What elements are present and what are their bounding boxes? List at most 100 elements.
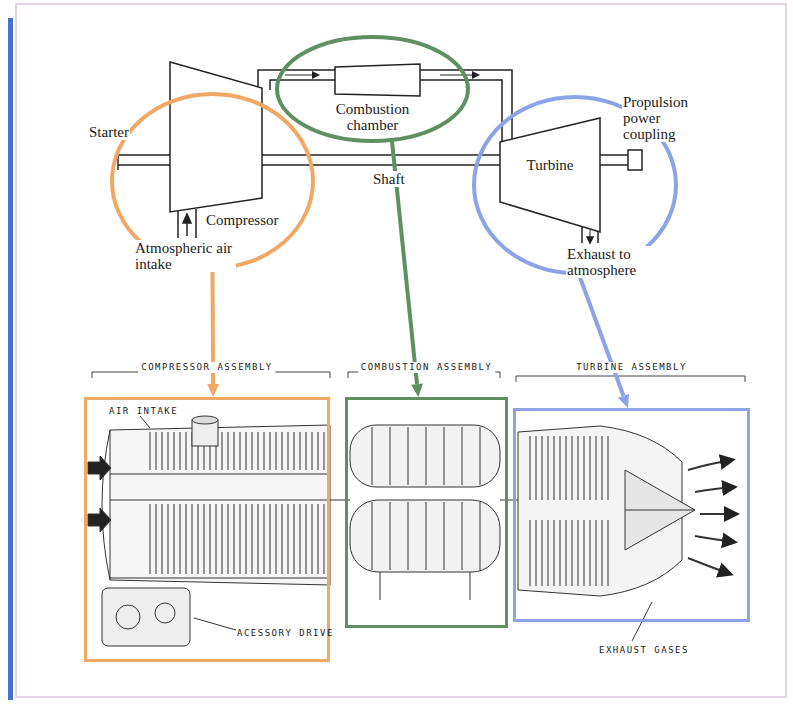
turbine-blade — [566, 520, 567, 586]
assembly-heading: TURBINE ASSEMBLY — [573, 362, 690, 373]
connector-arrow — [579, 275, 629, 408]
compressor-blade — [150, 432, 151, 470]
compressor-blade — [210, 504, 211, 574]
exhaust-arrow — [688, 558, 730, 574]
ellipse-outline — [277, 37, 468, 141]
turbine-blade — [530, 436, 531, 500]
intake-pipe — [195, 209, 197, 238]
turbine-blade — [596, 520, 597, 586]
shaft-line — [262, 154, 500, 156]
compressor-blade — [306, 432, 307, 470]
arrow-head — [618, 394, 629, 408]
compressor-blade — [234, 432, 235, 470]
compressor-casing — [110, 425, 330, 585]
exhaust-arrow — [700, 513, 736, 515]
turbine-blade — [572, 520, 573, 586]
intake-bell — [102, 430, 110, 580]
exhaust-arrow — [688, 460, 732, 470]
part-label: Shaft — [372, 171, 406, 187]
can-ring — [462, 502, 463, 570]
compressor-blade — [150, 504, 151, 574]
assembly-box: TURBINE ASSEMBLY — [513, 408, 750, 622]
part-label: Propulsion power coupling — [622, 94, 709, 142]
compressor-blade — [168, 504, 169, 574]
can-ring — [426, 502, 427, 570]
compressor-blade — [180, 432, 181, 470]
compressor-blade — [324, 432, 325, 470]
turbine-blade — [602, 520, 603, 586]
turbine-blade — [542, 436, 543, 500]
compressor-blade — [192, 504, 193, 574]
accessory-unit-top — [192, 416, 218, 424]
casing-line — [500, 500, 520, 501]
can-ring — [444, 427, 445, 485]
compressor-blade — [306, 504, 307, 574]
compressor-blade — [270, 504, 271, 574]
compressor-blade — [186, 504, 187, 574]
turbine-blade — [584, 520, 585, 586]
part-label: EXHAUST GASES — [598, 645, 690, 656]
turbine-blade — [590, 436, 591, 500]
turbine-blade — [590, 520, 591, 586]
compressor-blade — [252, 432, 253, 470]
compressor-blade — [228, 432, 229, 470]
turbine-blade — [542, 520, 543, 586]
turbine-blade — [536, 520, 537, 586]
connector-line — [579, 275, 623, 396]
gearbox-pad — [155, 603, 175, 623]
compressor-blade — [204, 504, 205, 574]
compressor-blade — [270, 432, 271, 470]
compressor-blade — [288, 432, 289, 470]
leader-line — [140, 416, 150, 428]
compressor-blade — [168, 432, 169, 470]
compressor-blade — [180, 504, 181, 574]
compressor-blade — [198, 504, 199, 574]
compressor-blade — [294, 432, 295, 470]
assembly-heading: COMPRESSOR ASSEMBLY — [138, 362, 275, 373]
part-label: Exhaust to atmosphere — [566, 246, 663, 278]
compressor-blade — [264, 504, 265, 574]
compressor-blade — [300, 504, 301, 574]
compressor-blade — [162, 432, 163, 470]
compressor-blade — [264, 432, 265, 470]
assembly-box: COMPRESSOR ASSEMBLYAIR INTAKEACESSORY DR… — [84, 397, 330, 662]
can-ring — [426, 427, 427, 485]
turbine-blade — [548, 436, 549, 500]
combustion-chamber-symbol — [335, 64, 420, 96]
turbine-blade — [560, 436, 561, 500]
compressor-blade — [282, 432, 283, 470]
side-bar — [8, 18, 13, 700]
compressor-blade — [222, 432, 223, 470]
casing-line — [110, 578, 330, 579]
compressor-blade — [276, 504, 277, 574]
compressor-blade — [156, 432, 157, 470]
page-frame — [16, 4, 786, 697]
turbine-blade — [602, 436, 603, 500]
gearbox-pad — [116, 605, 140, 629]
can-ring — [372, 502, 373, 570]
node-label: Compressor — [206, 212, 301, 228]
exhaust-arrow-head — [587, 237, 593, 243]
intake-arrow — [88, 456, 111, 480]
turbine-blade — [554, 436, 555, 500]
exhaust-cone — [625, 470, 695, 550]
turbine-blade — [530, 520, 531, 586]
compressor-blade — [162, 504, 163, 574]
compressor-blade — [174, 432, 175, 470]
callout-label: ACESSORY DRIVE — [237, 628, 334, 639]
turbine-blade — [560, 520, 561, 586]
compressor-blade — [156, 504, 157, 574]
can-ring — [444, 502, 445, 570]
part-label: Atmospheric air intake — [134, 240, 236, 272]
compressor-blade — [294, 504, 295, 574]
compressor-blade — [252, 504, 253, 574]
compressor-blade — [276, 432, 277, 470]
compressor-blade — [318, 432, 319, 470]
compressor-blade — [300, 432, 301, 470]
turbine-blade — [548, 520, 549, 586]
compressor-blade — [228, 504, 229, 574]
compressor-blade — [288, 504, 289, 574]
can-ring — [408, 502, 409, 570]
turbine-blade — [578, 436, 579, 500]
